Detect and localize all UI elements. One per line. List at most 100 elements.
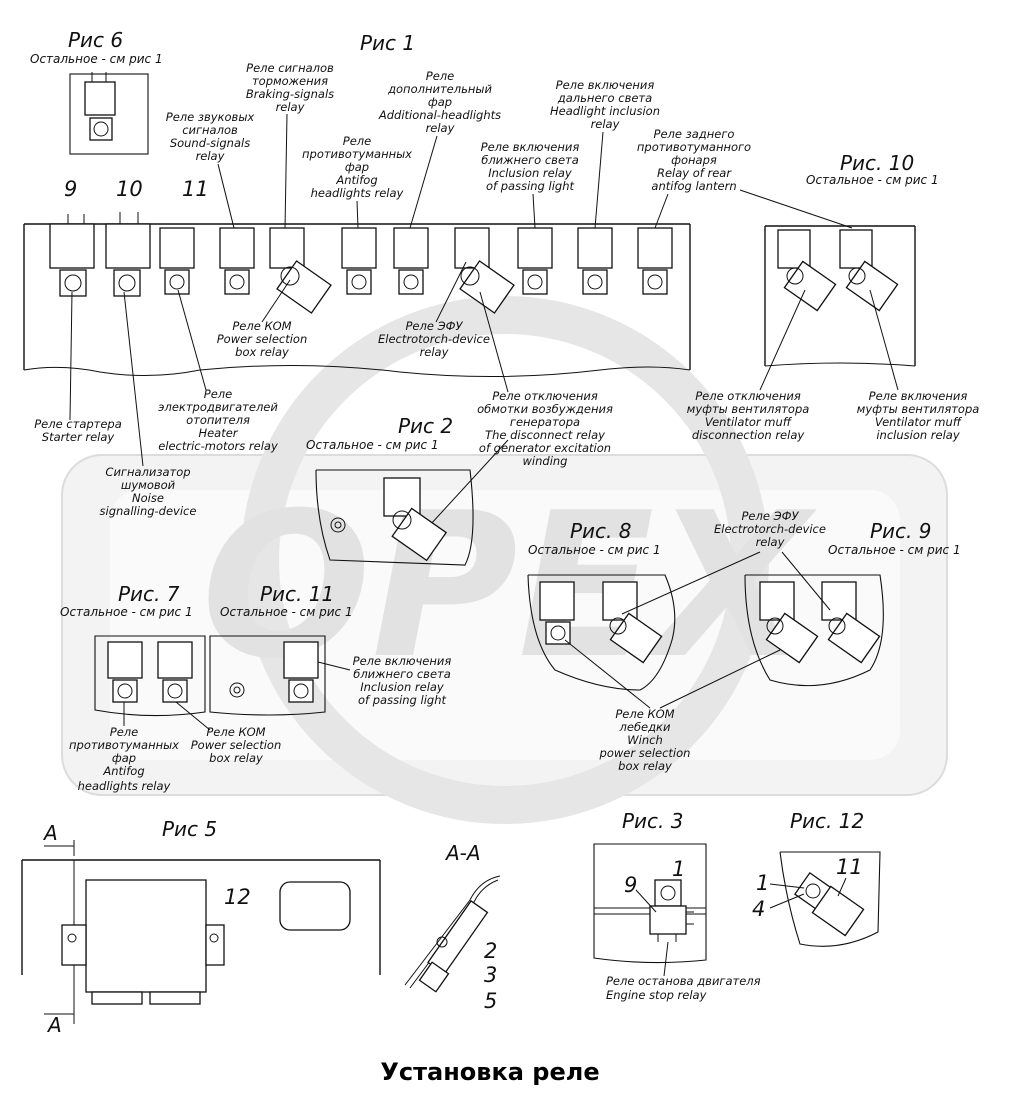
relay-heater xyxy=(159,227,195,295)
svg-text:фар: фар xyxy=(428,95,452,109)
fig2-caption: Рис 2 xyxy=(398,414,453,438)
svg-text:box relay: box relay xyxy=(618,759,672,773)
svg-text:box relay: box relay xyxy=(209,751,263,765)
svg-text:Реле включения: Реле включения xyxy=(869,389,968,403)
fig11-relay xyxy=(283,641,319,703)
fig10-relay-right xyxy=(839,229,899,312)
svg-text:Реле заднего: Реле заднего xyxy=(654,127,735,141)
fig11-panel xyxy=(209,635,326,716)
svg-text:фонаря: фонаря xyxy=(671,153,717,167)
relay-passing-light xyxy=(517,227,553,295)
svg-text:ближнего света: ближнего света xyxy=(353,667,451,681)
svg-text:electric-motors relay: electric-motors relay xyxy=(158,439,278,453)
svg-text:Power selection: Power selection xyxy=(217,332,308,346)
position-10: 10 xyxy=(116,177,143,201)
label-sound: Реле звуковых сигналов Sound-signals rel… xyxy=(166,110,255,229)
svg-text:box relay: box relay xyxy=(235,345,289,359)
svg-text:Starter relay: Starter relay xyxy=(42,430,115,444)
section-aa-caption: А-А xyxy=(444,841,481,865)
relay-rear-antifog xyxy=(637,227,673,295)
svg-text:электродвигателей: электродвигателей xyxy=(158,400,278,414)
svg-text:Electrotorch-device: Electrotorch-device xyxy=(378,332,490,346)
svg-text:Inclusion relay: Inclusion relay xyxy=(488,166,572,180)
svg-text:Реле отключения: Реле отключения xyxy=(695,389,801,403)
svg-text:ближнего света: ближнего света xyxy=(481,153,579,167)
svg-text:relay: relay xyxy=(196,149,225,163)
svg-text:противотуманных: противотуманных xyxy=(69,738,179,752)
fig12-position-1: 1 xyxy=(756,871,769,895)
svg-text:А: А xyxy=(46,1013,62,1037)
fig1-caption: Рис 1 xyxy=(360,31,415,55)
position-12: 12 xyxy=(224,885,251,909)
svg-text:power selection: power selection xyxy=(599,746,691,760)
svg-text:дополнительный: дополнительный xyxy=(387,82,492,96)
svg-text:Heater: Heater xyxy=(198,426,238,440)
svg-text:дальнего света: дальнего света xyxy=(557,91,652,105)
section-arrow-bottom: А xyxy=(44,1008,75,1037)
engine-stop-relay xyxy=(649,879,694,942)
fig6-subcaption: Остальное - см рис 1 xyxy=(30,52,163,66)
svg-text:Additional-headlights: Additional-headlights xyxy=(378,108,501,122)
svg-text:of passing light: of passing light xyxy=(358,693,446,707)
fig2-panel xyxy=(315,469,474,566)
fig8-relay-left xyxy=(539,581,575,645)
svg-text:relay: relay xyxy=(276,100,305,114)
svg-text:Реле: Реле xyxy=(343,134,371,148)
svg-text:Реле звуковых: Реле звуковых xyxy=(166,110,255,124)
fig9-panel xyxy=(744,574,884,687)
svg-text:Ventilator muff: Ventilator muff xyxy=(705,415,793,429)
label-antifog: Реле противотуманных фар Antifog headlig… xyxy=(302,134,412,229)
fig2-relay xyxy=(383,477,448,562)
label-fan-off: Реле отключения муфты вентилятора Ventil… xyxy=(687,289,809,442)
fig7-relay-right xyxy=(157,641,193,703)
position-9: 9 xyxy=(64,177,77,201)
label-antifog2: Реле противотуманных фар Antifog headlig… xyxy=(69,702,179,793)
position-2: 2 xyxy=(484,939,497,963)
noise-signalling-device xyxy=(105,212,151,297)
svg-text:Antifog: Antifog xyxy=(102,764,144,778)
fig10-caption: Рис. 10 xyxy=(840,151,914,175)
fig3-panel xyxy=(593,843,707,964)
label-starter: Реле стартера Starter relay xyxy=(34,291,122,444)
label-braking: Реле сигналов торможения Braking-signals… xyxy=(246,61,334,229)
svg-text:disconnection relay: disconnection relay xyxy=(692,428,805,442)
svg-text:Реле останова двигателя: Реле останова двигателя xyxy=(606,974,761,988)
fig5-caption: Рис 5 xyxy=(162,817,217,841)
fig10-relay-left xyxy=(777,229,837,312)
label-kom: Реле КОМ Power selection box relay xyxy=(217,279,308,359)
svg-text:Antifog: Antifog xyxy=(335,173,377,187)
relay-sound-signals xyxy=(219,227,255,295)
svg-text:Сигнализатор: Сигнализатор xyxy=(105,465,190,479)
svg-text:Winch: Winch xyxy=(627,733,662,747)
fig10-panel xyxy=(764,225,916,367)
svg-text:Electrotorch-device: Electrotorch-device xyxy=(714,522,826,536)
position-3: 3 xyxy=(484,963,497,987)
svg-text:Реле КОМ: Реле КОМ xyxy=(615,707,674,721)
svg-text:Реле стартера: Реле стартера xyxy=(34,417,122,431)
svg-text:муфты вентилятора: муфты вентилятора xyxy=(857,402,980,416)
svg-text:обмотки возбуждения: обмотки возбуждения xyxy=(477,402,613,416)
svg-text:relay: relay xyxy=(420,345,449,359)
position-5: 5 xyxy=(484,989,497,1013)
svg-text:Реле: Реле xyxy=(426,69,454,83)
fig12-panel xyxy=(779,851,881,947)
label-engine-stop: Реле останова двигателя Engine stop rela… xyxy=(606,941,761,1002)
fig9-caption: Рис. 9 xyxy=(870,519,932,543)
fig9-relay-right xyxy=(821,581,881,664)
svg-text:Power selection: Power selection xyxy=(191,738,282,752)
label-far: Реле включения дальнего света Headlight … xyxy=(550,78,660,229)
svg-text:Реле ЭФУ: Реле ЭФУ xyxy=(405,319,463,333)
label-noise: Сигнализатор шумовой Noise signalling-de… xyxy=(100,291,196,518)
svg-text:Реле: Реле xyxy=(110,725,138,739)
svg-text:Headlight inclusion: Headlight inclusion xyxy=(550,104,660,118)
svg-text:Реле КОМ: Реле КОМ xyxy=(232,319,291,333)
svg-text:Реле: Реле xyxy=(204,387,232,401)
svg-text:генератора: генератора xyxy=(510,415,580,429)
fig2-subcaption: Остальное - см рис 1 xyxy=(306,438,439,452)
fig7-subcaption: Остальное - см рис 1 xyxy=(60,605,193,619)
section-arrow-top: А xyxy=(42,821,75,856)
svg-text:The disconnect relay: The disconnect relay xyxy=(485,428,605,442)
svg-text:Реле сигналов: Реле сигналов xyxy=(246,61,334,75)
svg-text:of passing light: of passing light xyxy=(486,179,574,193)
